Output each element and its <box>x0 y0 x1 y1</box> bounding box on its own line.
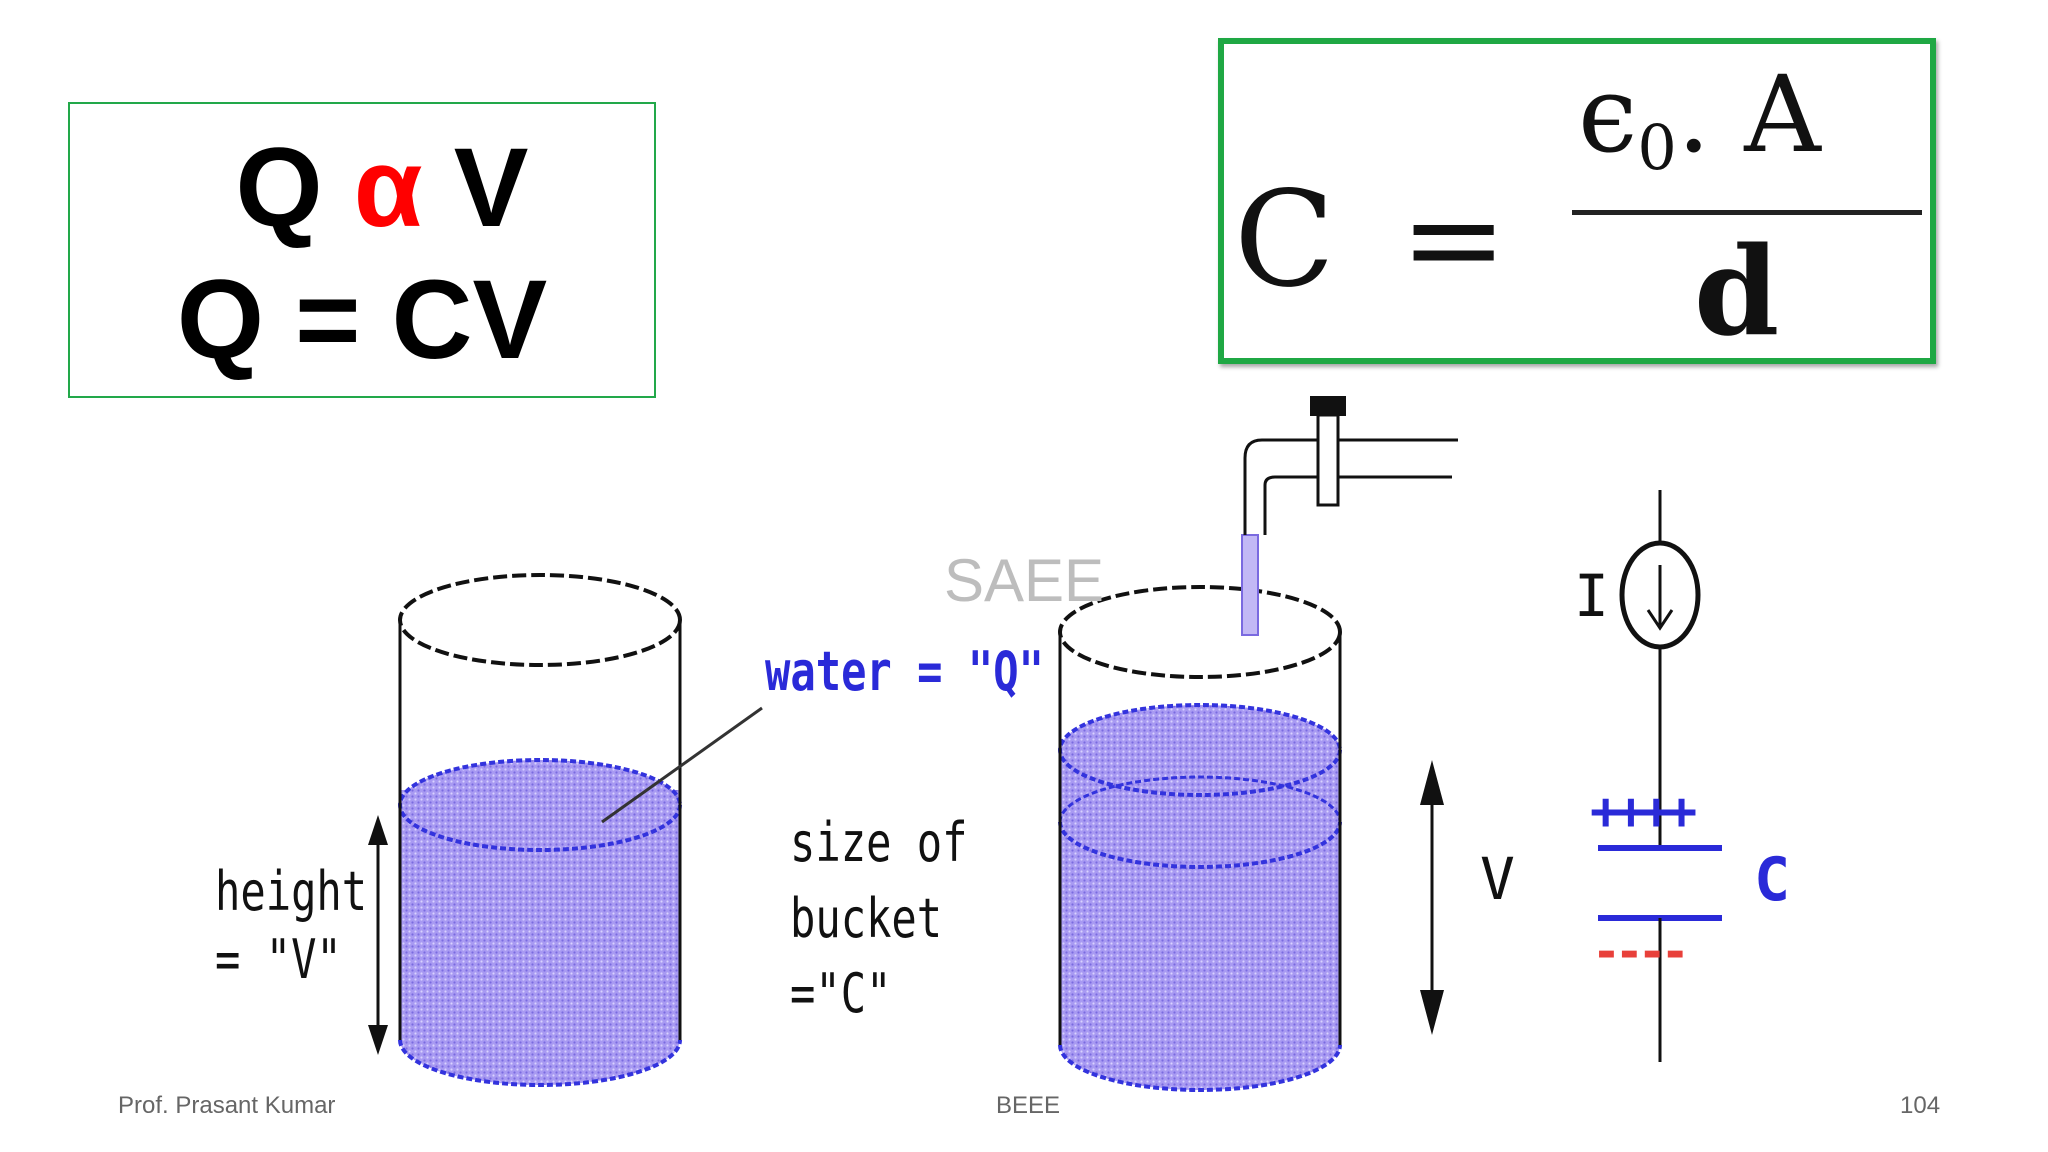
footer-course: BEEE <box>996 1092 1061 1119</box>
right-bucket <box>1058 585 1342 1092</box>
footer-page-number: 104 <box>1900 1092 1941 1119</box>
formula-denominator: d <box>1694 219 1780 363</box>
formula-lhs: C <box>1234 163 1335 317</box>
watermark: SAEE <box>944 547 1105 614</box>
fraction-bar <box>1572 210 1922 215</box>
proportional-symbol: α <box>353 125 423 250</box>
bucket-size-label: size of bucket ="C" <box>790 811 968 1026</box>
formula-numerator: ϵ0. A <box>1578 53 1821 184</box>
proportionality-formula-box: Q α V Q = CV <box>68 102 656 398</box>
voltage-label: V <box>1480 845 1515 913</box>
minus-charges: ---- <box>1592 924 1690 980</box>
formula-equals: = <box>1400 165 1508 314</box>
water-label: water = "Q" <box>765 640 1044 703</box>
charge-equals-cv: Q = CV <box>176 257 548 382</box>
capacitor-label: C <box>1754 845 1791 915</box>
capacitor-circuit <box>1598 490 1722 1062</box>
current-label: I <box>1574 562 1609 630</box>
capacitance-formula-box: C = ϵ0. A d <box>1218 38 1936 364</box>
height-label: height = "V" <box>215 860 368 991</box>
faucet <box>1241 396 1458 636</box>
charge-proportional-voltage: Q α V <box>235 125 529 250</box>
voltage-arrow <box>1420 760 1444 1035</box>
height-arrow <box>368 815 388 1055</box>
plus-charges: ++++ <box>1590 782 1697 842</box>
left-bucket <box>398 573 682 1087</box>
footer-author: Prof. Prasant Kumar <box>118 1092 336 1119</box>
water-pointer-line <box>601 706 763 824</box>
